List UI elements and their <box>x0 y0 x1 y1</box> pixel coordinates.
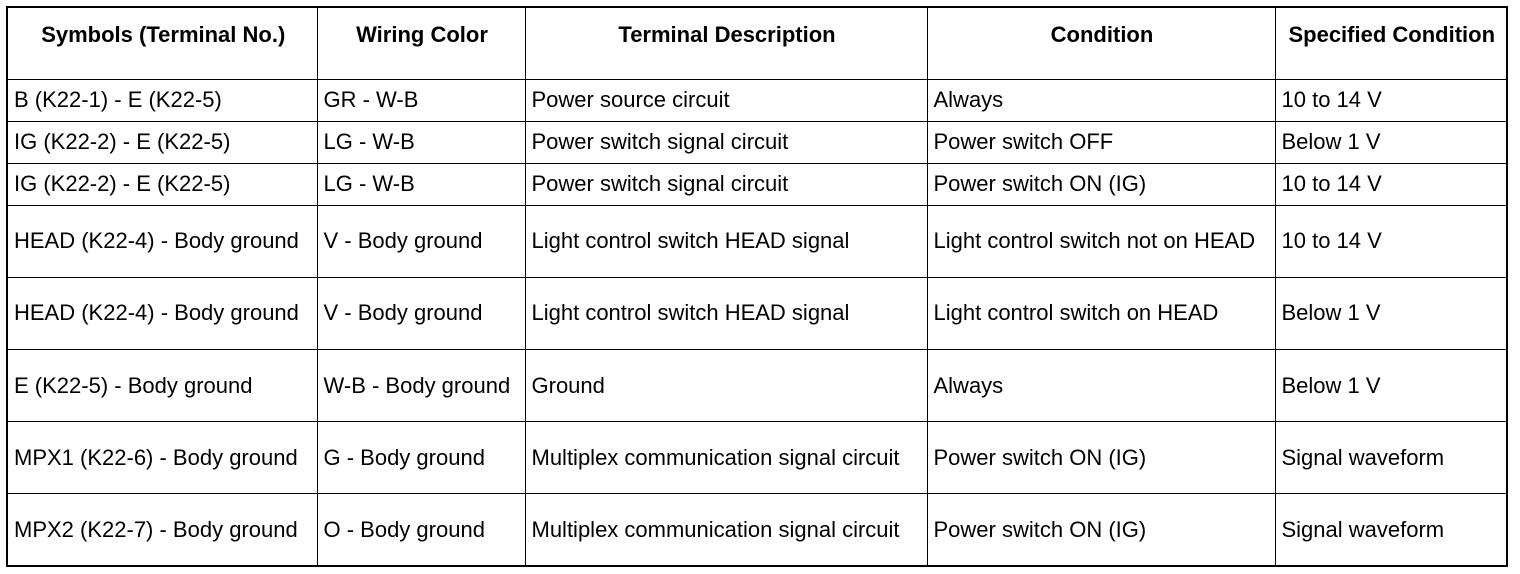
cell-symbols: IG (K22-2) - E (K22-5) <box>6 162 318 206</box>
cell-condition: Power switch ON (IG) <box>926 421 1276 495</box>
cell-symbols: B (K22-1) - E (K22-5) <box>6 78 318 122</box>
cell-condition: Light control switch not on HEAD <box>926 204 1276 278</box>
cell-condition: Power switch OFF <box>926 120 1276 164</box>
cell-symbols: HEAD (K22-4) - Body ground <box>6 204 318 278</box>
table-row: MPX2 (K22-7) - Body ground O - Body grou… <box>6 493 1508 567</box>
cell-wiring-color: V - Body ground <box>316 204 526 278</box>
table-row: MPX1 (K22-6) - Body ground G - Body grou… <box>6 421 1508 495</box>
terminal-inspection-table: Symbols (Terminal No.) Wiring Color Term… <box>6 6 1508 567</box>
cell-terminal-description: Power switch signal circuit <box>524 162 928 206</box>
cell-symbols: IG (K22-2) - E (K22-5) <box>6 120 318 164</box>
cell-wiring-color: W-B - Body ground <box>316 349 526 423</box>
header-wiring-color: Wiring Color <box>316 6 526 80</box>
header-specified-condition: Specified Condition <box>1274 6 1508 80</box>
cell-specified-condition: 10 to 14 V <box>1274 78 1508 122</box>
cell-terminal-description: Power source circuit <box>524 78 928 122</box>
cell-condition: Always <box>926 349 1276 423</box>
cell-terminal-description: Light control switch HEAD signal <box>524 204 928 278</box>
cell-terminal-description: Power switch signal circuit <box>524 120 928 164</box>
header-terminal-description: Terminal Description <box>524 6 928 80</box>
cell-wiring-color: O - Body ground <box>316 493 526 567</box>
cell-condition: Light control switch on HEAD <box>926 276 1276 351</box>
cell-symbols: MPX2 (K22-7) - Body ground <box>6 493 318 567</box>
cell-specified-condition: Below 1 V <box>1274 276 1508 351</box>
cell-terminal-description: Multiplex communication signal circuit <box>524 421 928 495</box>
table-row: HEAD (K22-4) - Body ground V - Body grou… <box>6 204 1508 278</box>
cell-specified-condition: Signal waveform <box>1274 493 1508 567</box>
cell-specified-condition: Below 1 V <box>1274 349 1508 423</box>
cell-symbols: E (K22-5) - Body ground <box>6 349 318 423</box>
table-row: HEAD (K22-4) - Body ground V - Body grou… <box>6 276 1508 351</box>
cell-specified-condition: Below 1 V <box>1274 120 1508 164</box>
table-row: IG (K22-2) - E (K22-5) LG - W-B Power sw… <box>6 162 1508 206</box>
cell-condition: Power switch ON (IG) <box>926 493 1276 567</box>
cell-symbols: HEAD (K22-4) - Body ground <box>6 276 318 351</box>
cell-terminal-description: Ground <box>524 349 928 423</box>
cell-wiring-color: LG - W-B <box>316 162 526 206</box>
table-header-row: Symbols (Terminal No.) Wiring Color Term… <box>6 6 1508 80</box>
cell-specified-condition: Signal waveform <box>1274 421 1508 495</box>
cell-wiring-color: LG - W-B <box>316 120 526 164</box>
table-row: E (K22-5) - Body ground W-B - Body groun… <box>6 349 1508 423</box>
cell-condition: Always <box>926 78 1276 122</box>
cell-condition: Power switch ON (IG) <box>926 162 1276 206</box>
header-condition: Condition <box>926 6 1276 80</box>
cell-wiring-color: G - Body ground <box>316 421 526 495</box>
table-row: B (K22-1) - E (K22-5) GR - W-B Power sou… <box>6 78 1508 122</box>
cell-wiring-color: GR - W-B <box>316 78 526 122</box>
cell-terminal-description: Light control switch HEAD signal <box>524 276 928 351</box>
cell-terminal-description: Multiplex communication signal circuit <box>524 493 928 567</box>
cell-symbols: MPX1 (K22-6) - Body ground <box>6 421 318 495</box>
cell-specified-condition: 10 to 14 V <box>1274 204 1508 278</box>
table-row: IG (K22-2) - E (K22-5) LG - W-B Power sw… <box>6 120 1508 164</box>
cell-wiring-color: V - Body ground <box>316 276 526 351</box>
header-symbols: Symbols (Terminal No.) <box>6 6 318 80</box>
cell-specified-condition: 10 to 14 V <box>1274 162 1508 206</box>
